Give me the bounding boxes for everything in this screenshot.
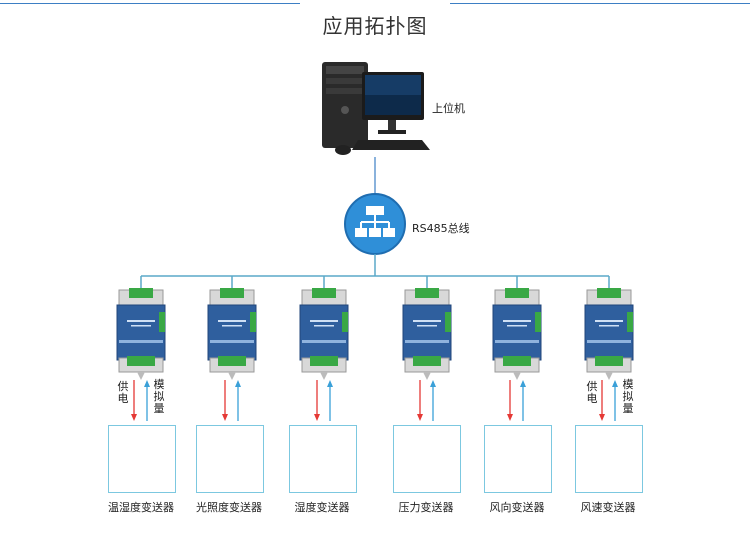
- sensor-image-box: [289, 425, 357, 493]
- sensor-caption: 光照度变送器: [196, 501, 262, 514]
- sensor-caption: 湿度变送器: [294, 501, 350, 514]
- signal-arrow-head: [612, 380, 618, 387]
- signal-arrow-head: [520, 380, 526, 387]
- sensor-image-box: [575, 425, 643, 493]
- bus-label: RS485总线: [412, 222, 470, 235]
- computer-icon: [322, 62, 430, 155]
- power-arrow-head: [507, 414, 513, 421]
- power-label-left: 供电: [117, 380, 129, 405]
- sensor-image-box: [393, 425, 461, 493]
- signal-arrow-head: [144, 380, 150, 387]
- power-arrow-head: [131, 414, 137, 421]
- signal-arrow-head: [235, 380, 241, 387]
- power-arrow-head: [417, 414, 423, 421]
- title-line-left: [0, 3, 300, 4]
- power-arrow-head: [599, 414, 605, 421]
- power-arrow-head: [222, 414, 228, 421]
- acquisition-module: [207, 288, 257, 380]
- title-line-right: [450, 3, 750, 4]
- acquisition-module: [492, 288, 542, 380]
- host-label: 上位机: [432, 102, 465, 115]
- sensor-image-box: [196, 425, 264, 493]
- analog-label-right: 模拟量: [622, 378, 634, 415]
- signal-arrow-head: [327, 380, 333, 387]
- power-arrow-head: [314, 414, 320, 421]
- sensor-caption: 温湿度变送器: [108, 501, 174, 514]
- network-hub-icon: [344, 193, 406, 255]
- power-label-right: 供电: [586, 380, 598, 405]
- acquisition-module: [116, 288, 166, 380]
- sensor-caption: 压力变送器: [398, 501, 454, 514]
- acquisition-module: [584, 288, 634, 380]
- page-title: 应用拓扑图: [322, 14, 428, 38]
- acquisition-module: [299, 288, 349, 380]
- analog-label-left: 模拟量: [153, 378, 165, 415]
- signal-arrow-head: [430, 380, 436, 387]
- sensor-image-box: [108, 425, 176, 493]
- sensor-caption: 风速变送器: [580, 501, 636, 514]
- acquisition-module: [402, 288, 452, 380]
- sensor-image-box: [484, 425, 552, 493]
- sensor-caption: 风向变送器: [489, 501, 545, 514]
